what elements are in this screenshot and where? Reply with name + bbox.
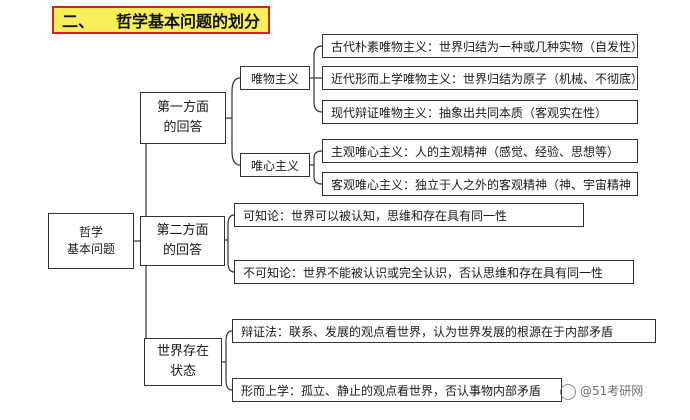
section-title-text: 哲学基本问题的划分: [116, 12, 261, 31]
branch3-node: 世界存在 状态: [144, 338, 222, 386]
branch1-label-line1: 第一方面: [156, 100, 209, 115]
dialectics-item-text: 辩证法：联系、发展的观点看世界，认为世界发展的根源在于内部矛盾: [241, 324, 614, 339]
connector-branch3-spine: [225, 330, 233, 391]
branch2-label-line1: 第二方面: [156, 223, 209, 238]
materialism-item-text: 现代辩证唯物主义：抽象出共同本质（客观实在性）: [331, 105, 608, 120]
branch3-label-line1: 世界存在: [156, 344, 209, 359]
materialism-item-dialectical: 现代辩证唯物主义：抽象出共同本质（客观实在性）: [322, 100, 638, 124]
branch1-label-line2: 的回答: [163, 120, 203, 135]
watermark-text: @51考研网: [580, 384, 644, 398]
branch3-label-line2: 状态: [169, 364, 196, 379]
materialism-node: 唯物主义: [240, 66, 310, 90]
connector-branch2-spine: [227, 214, 235, 273]
metaphysics-item-text: 形而上学：孤立、静止的观点看世界，否认事物内部矛盾: [241, 383, 542, 398]
knowability-item-text: 可知论：世界可以被认知，思维和存在具有同一性: [243, 208, 508, 223]
watermark-icon: [560, 383, 576, 400]
root-label-line1: 哲学: [78, 225, 103, 239]
idealism-item-subjective: 主观唯心主义：人的主观精神（感觉、经验、思想等）: [322, 139, 638, 163]
materialism-item-modern: 近代形而上学唯物主义：世界归结为原子（机械、不彻底）: [322, 66, 643, 90]
section-number: 二、: [62, 12, 95, 31]
materialism-item-ancient: 古代朴素唯物主义：世界归结为一种或几种实物（自发性）: [322, 34, 643, 58]
idealism-item-text: 客观唯心主义：独立于人之外的客观精神（神、宇宙精神: [331, 177, 632, 192]
branch2-label-line2: 的回答: [162, 243, 202, 258]
root-node: 哲学 基本问题: [48, 213, 134, 269]
idealism-label: 唯心主义: [250, 158, 299, 173]
agnosticism-item: 不可知论：世界不能被认识或完全认识，否认思维和存在具有同一性: [234, 260, 634, 284]
metaphysics-item: 形而上学：孤立、静止的观点看世界，否认事物内部矛盾: [232, 378, 562, 402]
materialism-label: 唯物主义: [250, 71, 299, 86]
watermark: @51考研网: [560, 382, 643, 400]
dialectics-item: 辩证法：联系、发展的观点看世界，认为世界发展的根源在于内部矛盾: [232, 319, 656, 343]
agnosticism-item-text: 不可知论：世界不能被认识或完全认识，否认思维和存在具有同一性: [243, 265, 604, 280]
root-label-line2: 基本问题: [66, 242, 115, 256]
connector-idealism-spine: [313, 150, 323, 185]
idealism-item-objective: 客观唯心主义：独立于人之外的客观精神（神、宇宙精神: [322, 172, 638, 196]
branch2-node: 第二方面 的回答: [140, 216, 225, 266]
materialism-item-text: 近代形而上学唯物主义：世界归结为原子（机械、不彻底）: [331, 71, 644, 86]
idealism-item-text: 主观唯心主义：人的主观精神（感觉、经验、思想等）: [331, 144, 620, 159]
connector-materialism-spine: [313, 45, 323, 113]
section-title: 二、 哲学基本问题的划分: [52, 6, 270, 34]
connector-branch1-spine: [231, 77, 241, 166]
materialism-item-text: 古代朴素唯物主义：世界归结为一种或几种实物（自发性）: [331, 39, 644, 54]
idealism-node: 唯心主义: [240, 153, 310, 177]
branch1-node: 第一方面 的回答: [140, 92, 226, 144]
agnosticism-opposite-item: 可知论：世界可以被认知，思维和存在具有同一性: [234, 203, 584, 227]
